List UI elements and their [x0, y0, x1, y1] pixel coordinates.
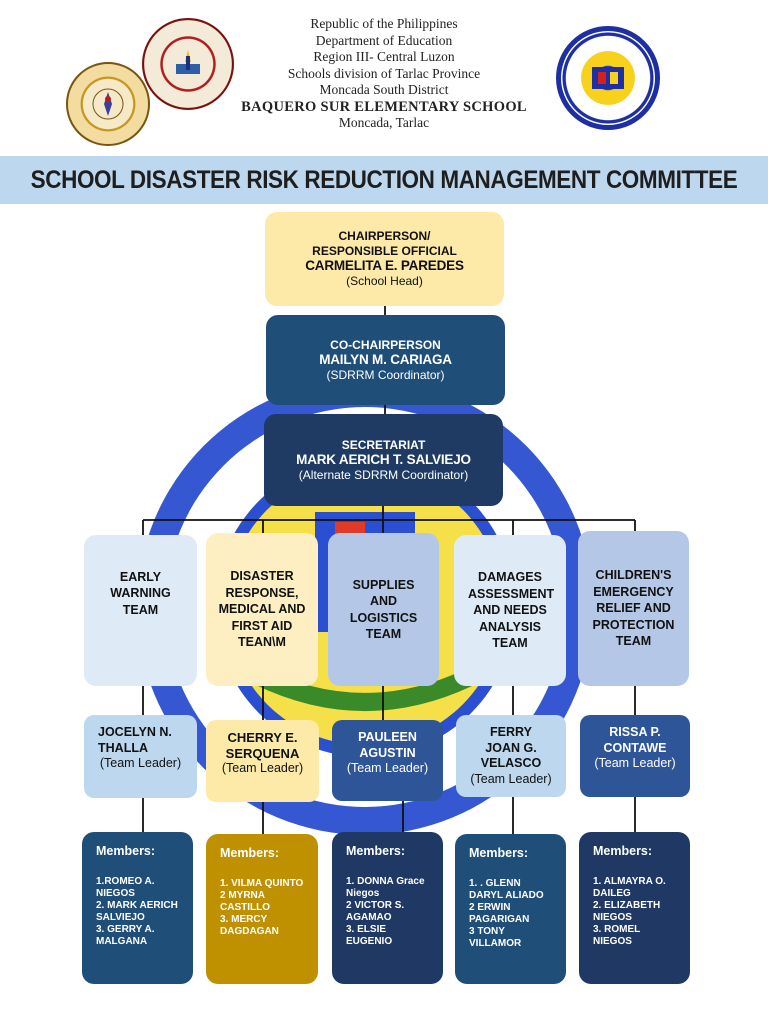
header-line-department: Department of Education	[315, 32, 453, 48]
team-box-early-warning: EARLY WARNING TEAM	[84, 535, 197, 686]
secretariat-box: SECRETARIAT MARK AERICH T. SALVIEJO (Alt…	[264, 414, 503, 506]
team-leader-name: PAULEEN AGUSTIN	[358, 730, 417, 760]
team-leader-role: (Team Leader)	[470, 771, 552, 786]
members-box: Members: 1. DONNA Grace Niegos 2 VICTOR …	[332, 832, 443, 984]
header-line-division: Schools division of Tarlac Province	[287, 65, 481, 81]
team-leader-name: RISSA P. CONTAWE	[603, 725, 667, 755]
page-title: SCHOOL DISASTER RISK REDUCTION MANAGEMEN…	[30, 165, 738, 194]
team-name: CHILDREN'S EMERGENCY RELIEF AND PROTECTI…	[592, 568, 675, 649]
team-name: SUPPLIES AND LOGISTICS TEAM	[349, 577, 418, 642]
chairperson-box: CHAIRPERSON/ RESPONSIBLE OFFICIAL CARMEL…	[265, 212, 504, 306]
team-leader-name: CHERRY E. SERQUENA	[225, 730, 300, 761]
deped-seal-icon	[66, 62, 150, 146]
title-band: SCHOOL DISASTER RISK REDUCTION MANAGEMEN…	[0, 156, 768, 204]
secretariat-role: SECRETARIAT	[341, 437, 426, 452]
team-leader-role: (Team Leader)	[346, 761, 429, 775]
team-name: EARLY WARNING TEAM	[110, 569, 171, 617]
members-label: Members:	[220, 846, 280, 860]
team-leader-box: PAULEEN AGUSTIN (Team Leader)	[332, 720, 443, 801]
header-line-republic: Republic of the Philippines	[310, 16, 458, 31]
team-box-childrens-relief: CHILDREN'S EMERGENCY RELIEF AND PROTECTI…	[578, 531, 689, 686]
team-leader-name: FERRY JOAN G. VELASCO	[480, 725, 542, 770]
team-name: DAMAGES ASSESSMENT AND NEEDS ANALYSIS TE…	[468, 570, 555, 651]
team-box-damages-assessment: DAMAGES ASSESSMENT AND NEEDS ANALYSIS TE…	[454, 535, 566, 686]
members-label: Members:	[346, 844, 406, 858]
co-chairperson-box: CO-CHAIRPERSON MAILYN M. CARIAGA (SDRRM …	[266, 315, 505, 405]
members-list: 1.ROMEO A. NIEGOS 2. MARK AERICH SALVIEJ…	[96, 876, 178, 947]
co-chairperson-title: (SDRRM Coordinator)	[326, 368, 445, 383]
members-list: 1. VILMA QUINTO 2 MYRNA CASTILLO 3. MERC…	[220, 878, 304, 937]
members-box: Members: 1. ALMAYRA O. DAILEG 2. ELIZABE…	[579, 832, 690, 984]
team-box-supplies-logistics: SUPPLIES AND LOGISTICS TEAM	[328, 533, 439, 686]
co-chairperson-name: MAILYN M. CARIAGA	[319, 351, 452, 368]
secretariat-name: MARK AERICH T. SALVIEJO	[296, 451, 471, 468]
members-label: Members:	[593, 844, 653, 858]
team-leader-role: (Team Leader)	[221, 761, 304, 775]
team-leader-box: CHERRY E. SERQUENA (Team Leader)	[206, 720, 319, 802]
members-box: Members: 1.ROMEO A. NIEGOS 2. MARK AERIC…	[82, 832, 193, 984]
team-name: DISASTER RESPONSE, MEDICAL AND FIRST AID…	[218, 569, 306, 650]
letterhead: Republic of the Philippines Department o…	[0, 16, 768, 132]
division-seal-icon	[142, 18, 234, 110]
members-box: Members: 1. VILMA QUINTO 2 MYRNA CASTILL…	[206, 834, 318, 984]
header-line-region: Region III- Central Luzon	[313, 49, 455, 64]
header-line-district: Moncada South District	[319, 82, 449, 97]
team-leader-box: JOCELYN N. THALLA (Team Leader)	[84, 715, 197, 798]
school-seal-icon	[556, 26, 660, 130]
team-leader-role: (Team Leader)	[594, 756, 676, 770]
chairperson-role: CHAIRPERSON/ RESPONSIBLE OFFICIAL	[312, 229, 457, 258]
team-box-disaster-response: DISASTER RESPONSE, MEDICAL AND FIRST AID…	[206, 533, 318, 686]
members-list: 1. . GLENN DARYL ALIADO 2 ERWIN PAGARIGA…	[469, 878, 544, 949]
team-leader-box: FERRY JOAN G. VELASCO (Team Leader)	[456, 715, 566, 797]
co-chairperson-role: CO-CHAIRPERSON	[330, 337, 441, 352]
members-label: Members:	[96, 844, 156, 858]
members-list: 1. ALMAYRA O. DAILEG 2. ELIZABETH NIEGOS…	[593, 876, 666, 947]
chairperson-title: (School Head)	[346, 274, 423, 289]
chairperson-name: CARMELITA E. PAREDES	[305, 257, 464, 274]
team-leader-box: RISSA P. CONTAWE (Team Leader)	[580, 715, 690, 797]
team-leader-role: (Team Leader)	[99, 756, 182, 770]
school-name: BAQUERO SUR ELEMENTARY SCHOOL	[241, 98, 527, 115]
members-list: 1. DONNA Grace Niegos 2 VICTOR S. AGAMAO…	[346, 876, 425, 947]
members-label: Members:	[469, 846, 529, 860]
members-box: Members: 1. . GLENN DARYL ALIADO 2 ERWIN…	[455, 834, 566, 984]
team-leader-name: JOCELYN N. THALLA	[98, 725, 172, 755]
school-location: Moncada, Tarlac	[338, 115, 430, 130]
secretariat-title: (Alternate SDRRM Coordinator)	[298, 468, 469, 483]
